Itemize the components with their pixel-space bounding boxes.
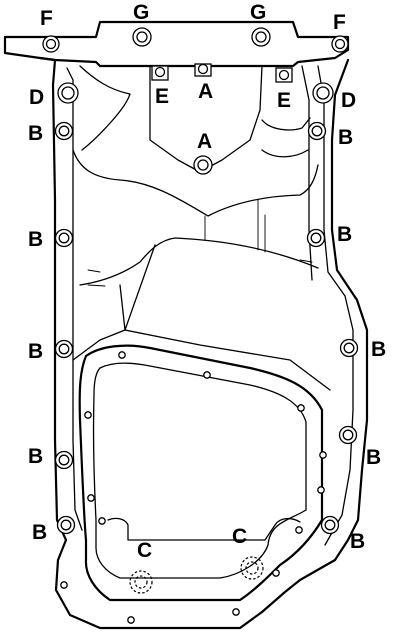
bolt-B	[54, 228, 74, 248]
label-A: A	[198, 80, 213, 103]
bolt-B	[306, 228, 326, 248]
bolt-E-right	[275, 67, 293, 83]
label-B: B	[371, 338, 386, 361]
tray-hole	[319, 451, 327, 459]
bolt-B	[339, 338, 359, 358]
tray-hole	[317, 486, 325, 494]
label-F: F	[40, 7, 53, 30]
bolt-E-left	[151, 65, 169, 81]
tray-holes	[60, 351, 327, 624]
bolt-A-top	[194, 63, 212, 77]
label-B: B	[338, 126, 353, 149]
bolt-G-left	[132, 27, 152, 47]
bolt-G-right	[251, 27, 271, 47]
drain-plug-C-right	[240, 556, 264, 580]
bolt-F-left	[42, 35, 60, 53]
bolt-D-right	[312, 82, 334, 104]
label-E: E	[277, 89, 291, 112]
bolt-B	[54, 339, 74, 359]
oil-pan-tray	[78, 344, 324, 602]
tray-hole	[295, 526, 303, 534]
tray-hole	[232, 608, 240, 616]
label-B: B	[28, 445, 43, 468]
tray-hole	[203, 371, 211, 379]
bolt-B	[56, 515, 76, 535]
tray-hole	[98, 517, 106, 525]
bolt-B	[54, 121, 74, 141]
label-D: D	[29, 86, 44, 109]
bolt-B	[338, 425, 358, 445]
label-B: B	[366, 446, 381, 469]
label-D: D	[341, 89, 356, 112]
label-B: B	[32, 521, 47, 544]
bolt-B	[320, 515, 340, 535]
tray-hole	[297, 404, 305, 412]
tray-hole	[84, 411, 92, 419]
bolts	[42, 27, 359, 594]
bolt-F-right	[331, 35, 349, 53]
label-B: B	[28, 340, 43, 363]
label-G: G	[133, 1, 149, 24]
oil-pan-housing	[3, 20, 369, 630]
label-C: C	[232, 525, 247, 548]
bolt-D-left	[57, 82, 79, 104]
tray-hole	[60, 581, 68, 589]
tray-hole	[272, 569, 280, 577]
label-E: E	[155, 85, 169, 108]
drain-plug-C-left	[129, 570, 153, 594]
label-B: B	[28, 228, 43, 251]
label-B: B	[350, 530, 365, 553]
label-A: A	[197, 130, 212, 153]
tray-hole	[127, 616, 135, 624]
bolt-B	[307, 121, 327, 141]
bolt-A-center	[193, 155, 213, 175]
label-B: B	[28, 122, 43, 145]
oil-pan-body	[72, 65, 331, 391]
label-B: B	[337, 223, 352, 246]
label-F: F	[333, 11, 346, 34]
tray-hole	[118, 351, 126, 359]
label-C: C	[137, 539, 152, 562]
bolt-B	[54, 450, 74, 470]
label-G: G	[250, 1, 266, 24]
tray-hole	[87, 494, 95, 502]
labels: F F G G A A E E D D B B B B B B B B B B …	[28, 1, 386, 562]
